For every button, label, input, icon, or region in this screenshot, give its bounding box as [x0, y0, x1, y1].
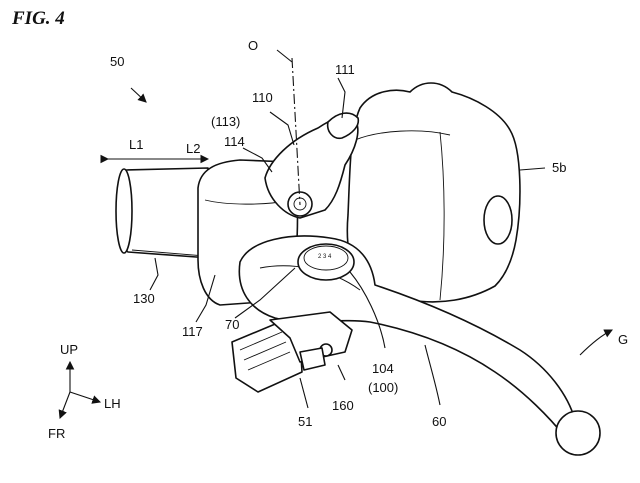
arrow-50	[130, 87, 147, 103]
housing-5b	[346, 82, 521, 303]
switch-unit-51	[231, 311, 353, 393]
label-117: 117	[182, 324, 203, 339]
orientation-axes	[58, 360, 102, 420]
arrow-g	[579, 329, 613, 356]
label-g: G	[618, 332, 628, 347]
label-160: 160	[332, 398, 354, 413]
label-5b: 5b	[552, 160, 566, 175]
label-111: 111	[335, 62, 355, 77]
leader-lines	[149, 49, 546, 409]
label-100: (100)	[368, 380, 398, 395]
label-51: 51	[298, 414, 312, 429]
pivot-bracket-110	[264, 112, 360, 219]
label-114: 114	[224, 134, 245, 149]
label-110: 110	[252, 90, 273, 105]
adjuster-dial-104: 2 3 4	[297, 243, 355, 281]
axis-o-line	[291, 57, 301, 206]
label-60: 60	[432, 414, 446, 429]
axis-lh-label: LH	[104, 396, 121, 411]
svg-text:2 3 4: 2 3 4	[318, 254, 332, 260]
label-o: O	[248, 38, 258, 53]
label-130: 130	[133, 291, 155, 306]
axis-fr-label: FR	[48, 426, 65, 441]
label-l2: L2	[186, 141, 200, 156]
label-104: 104	[372, 361, 394, 376]
lever-60	[238, 235, 601, 456]
label-50: 50	[110, 54, 124, 69]
label-70: 70	[225, 317, 239, 332]
axis-up-label: UP	[60, 342, 78, 357]
label-113: (113)	[211, 114, 240, 129]
label-l1: L1	[129, 137, 143, 152]
handle-tube-130	[115, 167, 211, 259]
figure-title: FIG. 4	[12, 8, 65, 29]
